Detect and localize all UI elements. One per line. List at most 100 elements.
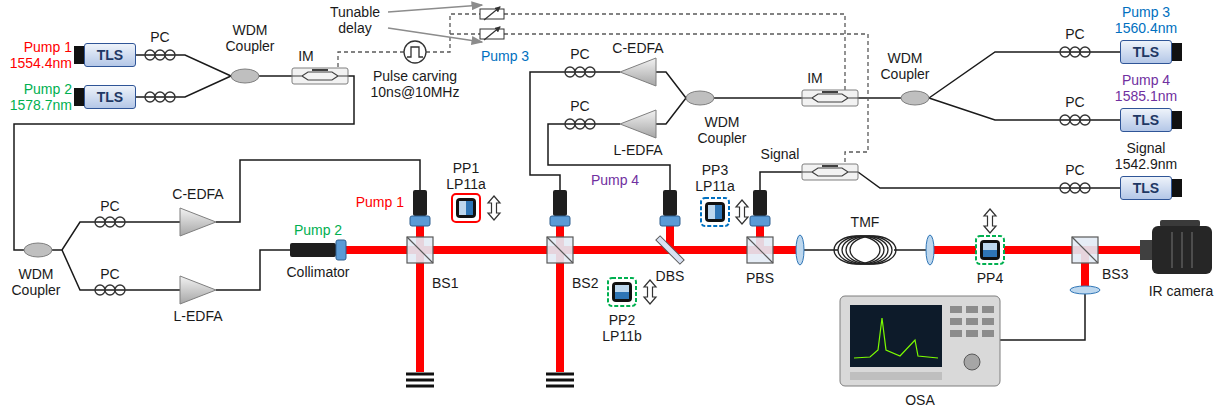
phase-plate-frame	[452, 194, 480, 222]
pump-label: Pump 1	[356, 194, 404, 210]
polarization-controller	[565, 119, 595, 129]
translation-arrow	[644, 280, 656, 304]
translation-arrow	[984, 209, 996, 233]
delay-symbol	[480, 27, 504, 40]
component-label: IM	[298, 48, 314, 64]
trigger-line	[504, 14, 845, 90]
component-label: PC	[1065, 162, 1084, 178]
pointer-arrow	[388, 5, 482, 12]
fiber-connector	[74, 43, 1182, 197]
fiber-coil	[842, 236, 888, 264]
component-label: PC	[100, 198, 119, 214]
collimator	[410, 190, 430, 226]
spectrum-analyzer-icon	[982, 318, 994, 325]
translation-arrow	[736, 200, 748, 224]
component-label: PBS	[746, 270, 774, 286]
component-label: BS2	[572, 275, 598, 291]
fiber-coil	[834, 236, 896, 264]
fiber-coil	[850, 236, 896, 264]
pulse-generator	[404, 41, 426, 63]
phase-plate	[456, 198, 476, 218]
polarization-beam-splitter	[747, 237, 773, 263]
beam-dump	[406, 374, 434, 386]
node-text: TLS	[1133, 180, 1159, 196]
phase-plate	[612, 282, 632, 302]
optical-fiber	[894, 249, 926, 251]
optical-fiber	[714, 97, 802, 99]
lens	[926, 235, 934, 265]
beam-splitter	[1072, 237, 1098, 263]
lens	[1070, 286, 1100, 294]
fiber-amplifier	[180, 208, 216, 236]
fiber-connector	[74, 46, 84, 64]
wavelength-label: Signal 1542.9nm	[1111, 140, 1181, 172]
delay-symbol	[480, 7, 504, 20]
component-label: PC	[1065, 26, 1084, 42]
trigger-line	[504, 34, 868, 164]
phase-plate-label: PP4	[977, 270, 1003, 286]
fiber-connector	[1172, 179, 1182, 197]
optical-fiber	[1000, 294, 1085, 340]
pointer-arrow	[388, 5, 482, 42]
lens	[796, 235, 804, 265]
optical-fiber	[760, 172, 802, 190]
polarization-controller	[95, 285, 125, 295]
fiber-amplifier	[180, 276, 216, 304]
beam-splitter	[547, 237, 573, 263]
fiber-amplifier	[620, 110, 656, 138]
component-label: PC	[100, 266, 119, 282]
laser-source-box: TLS	[84, 43, 136, 67]
phase-plate-frame	[976, 236, 1004, 264]
intensity-modulator	[292, 68, 348, 84]
phase-plate-label: PP2 LP11b	[599, 312, 645, 344]
spectrum-analyzer-icon	[950, 330, 962, 337]
intensity-modulator	[802, 164, 858, 180]
component-label: Collimator	[286, 264, 349, 280]
component-label: BS1	[432, 275, 458, 291]
wavelength-label: Pump 1 1554.4nm	[2, 39, 72, 71]
phase-plate-frame	[701, 198, 729, 226]
optical-fiber	[929, 98, 1120, 120]
component-label: C-EDFA	[612, 40, 663, 56]
component-label: PC	[1065, 94, 1084, 110]
laser-source-box: TLS	[1120, 176, 1172, 200]
pump-label: Pump 2	[294, 222, 342, 238]
trigger-line	[338, 52, 404, 68]
polarization-controller	[145, 50, 175, 60]
optical-fiber	[136, 55, 231, 76]
polarization-controller	[1060, 183, 1090, 193]
spectrum-analyzer-icon	[950, 318, 962, 325]
component-label: L-EDFA	[173, 308, 222, 324]
spectrum-analyzer-icon	[850, 372, 942, 380]
wavelength-label: Pump 4 1585.1nm	[1111, 72, 1181, 104]
optical-fiber	[259, 75, 292, 77]
component-label: IM	[807, 70, 823, 86]
component-label: PC	[570, 46, 589, 62]
optical-fiber	[656, 72, 686, 98]
collimator	[550, 190, 570, 226]
fiber-amplifier	[620, 58, 656, 86]
spectrum-analyzer-icon	[982, 330, 994, 337]
component-label: IR camera	[1149, 283, 1214, 299]
pump-label: Pump 4	[591, 172, 639, 188]
laser-source-box: TLS	[1120, 40, 1172, 64]
spectrum-analyzer-icon	[966, 306, 978, 313]
fiber-connector	[1172, 111, 1182, 129]
component-label: TMF	[851, 214, 880, 230]
optical-fiber	[136, 76, 231, 97]
wavelength-label: Pump 2 1578.7nm	[2, 81, 72, 113]
spectrum-analyzer-icon	[966, 318, 978, 325]
node-text: TLS	[1133, 112, 1159, 128]
component-label: L-EDFA	[613, 142, 662, 158]
annotation-label: Tunable delay	[324, 4, 386, 36]
optical-fiber	[804, 249, 838, 251]
camera-icon	[1140, 240, 1152, 260]
translation-arrow	[488, 196, 500, 220]
spectrum-analyzer-icon	[964, 354, 980, 370]
component-label: DBS	[656, 268, 685, 284]
wdm-coupler	[901, 91, 929, 105]
component-label: OSA	[905, 392, 935, 408]
